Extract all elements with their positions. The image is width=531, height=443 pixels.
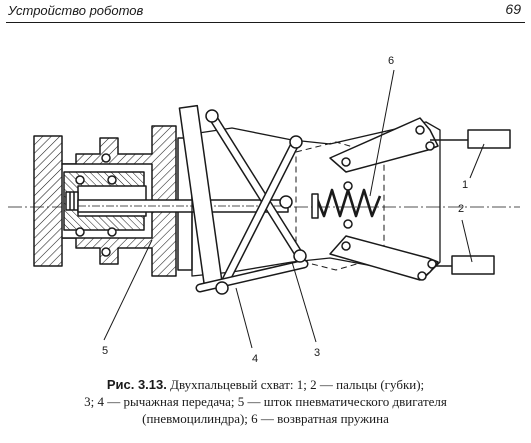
figure-caption: Рис. 3.13. Двухпальцевый схват: 1; 2 — п… xyxy=(10,376,521,427)
lever-transmission xyxy=(178,104,309,295)
finger-lower xyxy=(329,219,495,281)
callout-5: 5 xyxy=(102,345,108,357)
leader-lines xyxy=(103,69,485,349)
caption-line-2: 3; 4 — рычажная передача; 5 — шток пневм… xyxy=(84,394,447,409)
caption-line-1: Рис. 3.13. Двухпальцевый схват: 1; 2 — п… xyxy=(10,376,521,393)
caption-line-3: (пневмоцилиндра); 6 — возвратная пружина xyxy=(142,411,389,426)
piston-rod xyxy=(77,199,290,213)
running-head: Устройство роботов xyxy=(8,3,144,18)
return-spring xyxy=(311,188,382,219)
callout-3: 3 xyxy=(314,347,320,359)
page-number: 69 xyxy=(505,1,521,17)
callout-6: 6 xyxy=(388,55,394,67)
housing-pins xyxy=(75,153,117,257)
finger-upper xyxy=(329,117,511,191)
figure-number: Рис. 3.13. xyxy=(106,377,167,392)
gripper-drawing: 6 1 2 3 4 5 xyxy=(8,55,520,365)
page-header: Устройство роботов 69 xyxy=(0,0,531,26)
callout-4: 4 xyxy=(252,353,258,365)
callout-2: 2 xyxy=(458,203,464,215)
caption-text-1: Двухпальцевый схват: 1; 2 — пальцы (губк… xyxy=(170,377,425,392)
header-rule xyxy=(6,22,525,23)
callout-1: 1 xyxy=(462,179,468,191)
